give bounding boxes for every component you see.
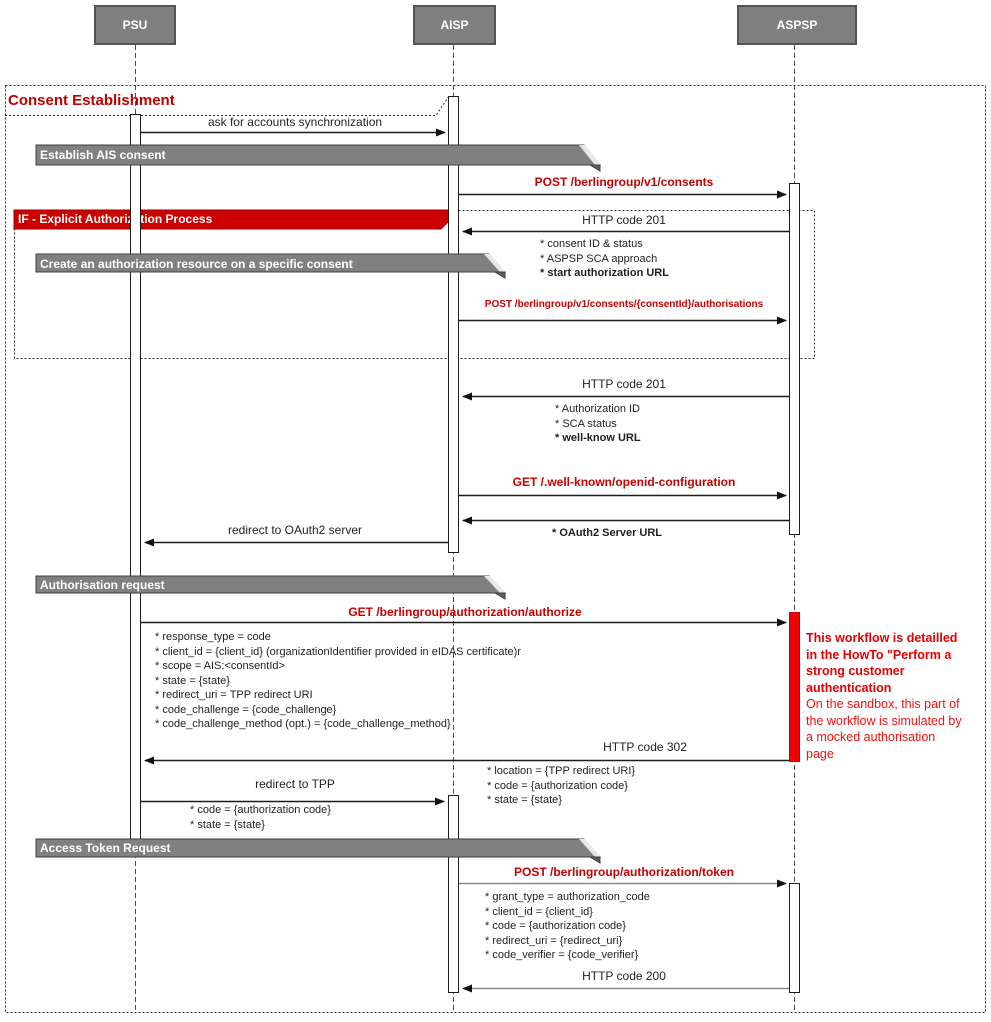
activation-bar-aspsp-1 <box>789 183 800 535</box>
msg-redirect-oauth2: redirect to OAuth2 server <box>227 523 363 537</box>
activation-bar-aspsp-2 <box>789 883 800 993</box>
msg-post-token: POST /berlingroup/authorization/token <box>513 865 734 879</box>
param-line: * redirect_uri = {redirect_uri} <box>485 934 623 947</box>
detail-line: * code = {authorization code} <box>190 804 331 816</box>
msg-ask-sync: ask for accounts synchronization <box>207 115 383 129</box>
detail-line: * start authorization URL <box>540 267 669 279</box>
param-line: * code_challenge = {code_challenge} <box>155 703 337 716</box>
param-line: * code_challenge_method (opt.) = {code_c… <box>155 718 451 730</box>
annotation-line: page <box>806 746 834 761</box>
banner-auth-request-label: Authorisation request <box>40 578 165 592</box>
msg-post-consents: POST /berlingroup/v1/consents <box>534 175 714 189</box>
activation-bar-aspsp-sca-red <box>789 612 800 762</box>
param-line: * client_id = {client_id} (organizationI… <box>155 645 521 658</box>
msg-get-wellknown: GET /.well-known/openid-configuration <box>512 475 736 489</box>
sca-annotation: This workflow is detailled in the HowTo … <box>806 630 962 762</box>
detail-line: * Authorization ID <box>555 403 640 415</box>
token-params-block: * grant_type = authorization_code * clie… <box>485 890 650 963</box>
detail-line: * well-know URL <box>555 432 641 444</box>
annotation-line: authentication <box>806 680 892 695</box>
msg-redirect-tpp: redirect to TPP <box>255 777 335 791</box>
redirect-tpp-details-block: * code = {authorization code} * state = … <box>190 803 331 832</box>
if-label-banner <box>13 209 451 230</box>
param-line: * client_id = {client_id} <box>485 905 593 918</box>
param-line: * response_type = code <box>155 631 271 643</box>
banner-establish-label: Establish AIS consent <box>40 148 166 162</box>
param-line: * code_verifier = {code_verifier} <box>485 949 639 961</box>
param-line: * state = {state} <box>155 674 230 687</box>
annotation-line: the workflow is simulated by <box>806 713 962 728</box>
param-line: * code = {authorization code} <box>485 920 626 932</box>
detail-line: * code = {authorization code} <box>487 779 628 792</box>
outer-frame <box>5 85 986 1013</box>
activation-bar-aisp-2 <box>448 795 459 993</box>
msg-post-authorisations: POST /berlingroup/v1/consents/{consentId… <box>484 299 764 310</box>
if-frame-label: IF - Explicit Authorization Process <box>18 212 213 226</box>
detail-line: * state = {state} <box>487 794 562 806</box>
banner-access-token-label: Access Token Request <box>40 841 171 855</box>
annotation-line: in the HowTo "Perform a <box>806 647 952 662</box>
banner-create-auth-label: Create an authorization resource on a sp… <box>40 257 353 271</box>
detail-line: * state = {state} <box>190 818 265 831</box>
annotation-line: On the sandbox, this part of <box>806 697 960 711</box>
detail-line: * SCA status <box>555 417 617 430</box>
activation-bar-psu <box>130 114 141 841</box>
actor-aisp: AISP <box>413 5 496 45</box>
detail-line: * location = {TPP redirect URI} <box>487 765 636 777</box>
annotation-line: This workflow is detailled <box>806 631 958 645</box>
msg-http201-first: HTTP code 201 <box>582 213 666 227</box>
authorization-details-block: * Authorization ID * SCA status * well-k… <box>555 402 641 446</box>
detail-line: * consent ID & status <box>540 238 643 250</box>
actor-aspsp: ASPSP <box>737 5 857 45</box>
frame-title: Consent Establishment <box>8 92 175 109</box>
param-line: * grant_type = authorization_code <box>485 891 650 903</box>
consent-details-block: * consent ID & status * ASPSP SCA approa… <box>540 237 669 281</box>
authorize-params-block: * response_type = code * client_id = {cl… <box>155 630 521 732</box>
msg-http302: HTTP code 302 <box>603 740 687 754</box>
detail-line: * ASPSP SCA approach <box>540 252 658 265</box>
annotation-line: strong customer <box>806 664 905 678</box>
msg-http200: HTTP code 200 <box>582 969 666 983</box>
msg-http201-second: HTTP code 201 <box>582 377 666 391</box>
msg-oauth2-server-url: * OAuth2 Server URL <box>552 527 663 539</box>
param-line: * scope = AIS:<consentId> <box>155 660 285 672</box>
actor-psu: PSU <box>94 5 176 45</box>
activation-bar-aisp-1 <box>448 96 459 553</box>
param-line: * redirect_uri = TPP redirect URI <box>155 689 313 701</box>
annotation-line: a mocked authorisation <box>806 730 936 744</box>
http302-details-block: * location = {TPP redirect URI} * code =… <box>487 764 635 808</box>
msg-get-authorize: GET /berlingroup/authorization/authorize <box>348 605 582 619</box>
